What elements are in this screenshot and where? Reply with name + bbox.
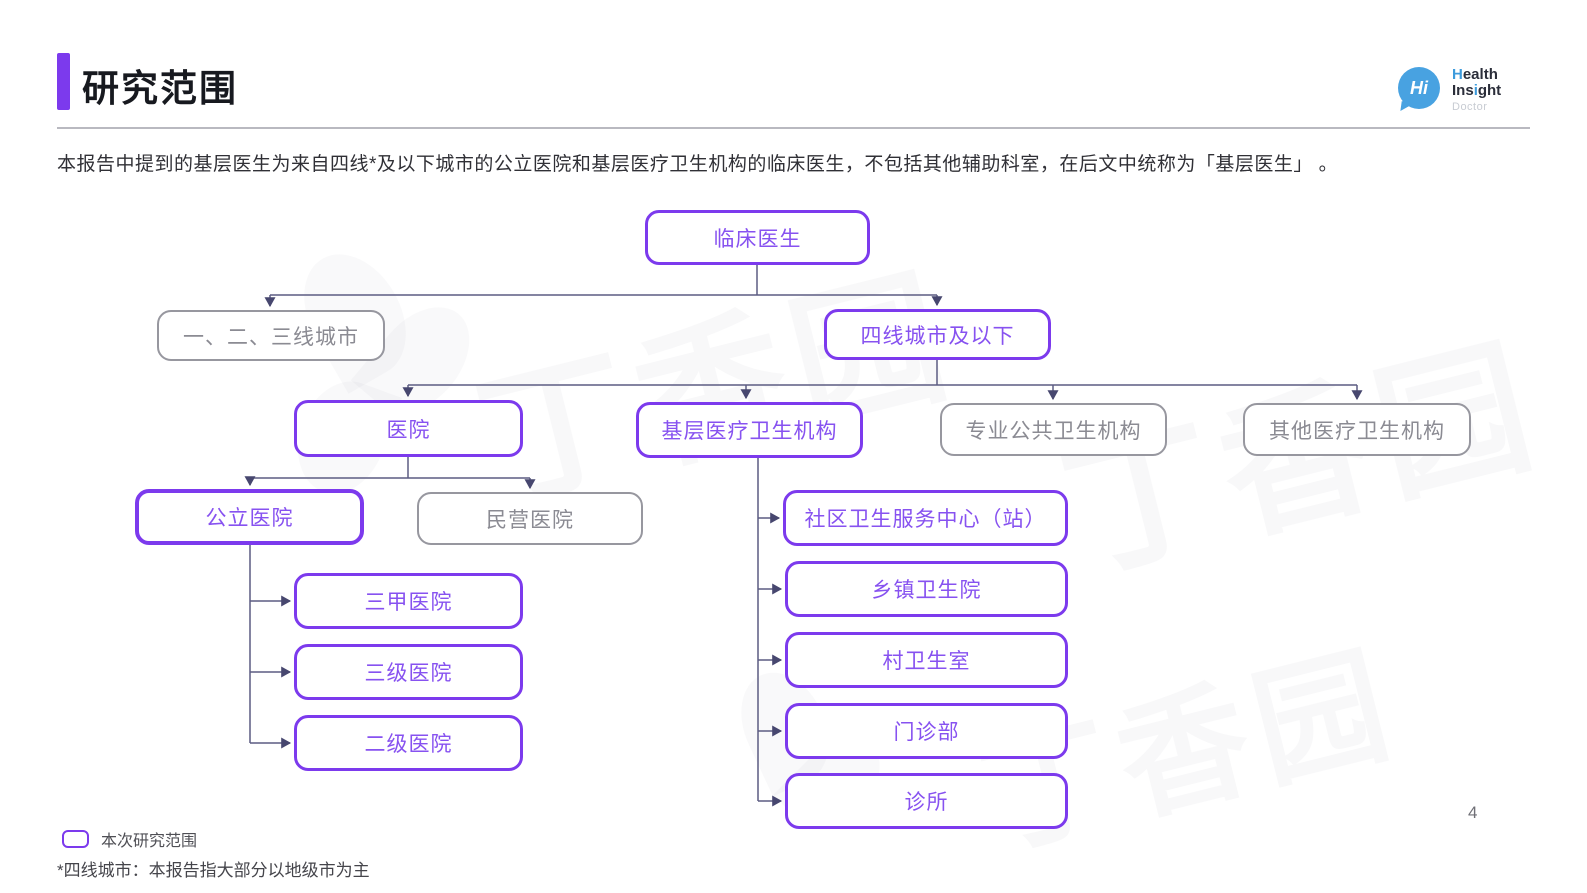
scope-description: 本报告中提到的基层医生为来自四线*及以下城市的公立医院和基层医疗卫生机构的临床医…: [57, 154, 1339, 175]
logo-insight-post: ght: [1477, 82, 1502, 99]
title-accent-bar: [57, 53, 70, 110]
node-clinic: 诊所: [785, 773, 1068, 829]
legend-scope-swatch: [62, 830, 89, 848]
logo-line-insight: Insight: [1452, 83, 1501, 99]
page-number: 4: [1468, 803, 1478, 822]
node-community-center: 社区卫生服务中心（站）: [783, 490, 1068, 546]
node-public-hospital: 公立医院: [135, 489, 364, 545]
health-insight-logo: Hi Health Insight Doctor: [1398, 62, 1528, 118]
node-township-clinic: 乡镇卫生院: [785, 561, 1068, 617]
node-grade-2-hospital: 二级医院: [294, 715, 523, 771]
node-hospital: 医院: [294, 400, 523, 457]
node-private-hospital: 民营医院: [417, 492, 643, 545]
logo-line-doctor: Doctor: [1452, 101, 1488, 113]
node-tier123-cities: 一、二、三线城市: [157, 310, 385, 361]
logo-hi-text: Hi: [1410, 77, 1428, 98]
node-other-medical-inst: 其他医疗卫生机构: [1243, 403, 1471, 456]
node-primary-care-inst: 基层医疗卫生机构: [636, 402, 863, 458]
legend-label: 本次研究范围: [101, 833, 198, 850]
logo-insight-pre: Ins: [1452, 82, 1474, 99]
node-public-health-inst: 专业公共卫生机构: [940, 403, 1167, 456]
logo-insight-accent: i: [1473, 82, 1478, 99]
logo-health-rest: ealth: [1462, 66, 1498, 83]
node-grade-3a-hospital: 三甲医院: [294, 573, 523, 629]
footnote: *四线城市：本报告指大部分以地级市为主: [57, 861, 370, 880]
logo-bubble-icon: Hi: [1398, 67, 1440, 109]
logo-health-accent: H: [1452, 66, 1463, 83]
logo-wordmark: Health Insight Doctor: [1452, 67, 1501, 115]
legend: 本次研究范围: [62, 827, 197, 851]
node-tier4-and-below: 四线城市及以下: [824, 309, 1051, 360]
logo-line-health: Health: [1452, 67, 1501, 83]
node-clinical-doctors: 临床医生: [645, 210, 870, 265]
node-village-clinic: 村卫生室: [785, 632, 1068, 688]
page-title: 研究范围: [82, 68, 238, 109]
node-grade-3-hospital: 三级医院: [294, 644, 523, 700]
node-outpatient-dept: 门诊部: [785, 703, 1068, 759]
header-divider: [57, 127, 1530, 129]
